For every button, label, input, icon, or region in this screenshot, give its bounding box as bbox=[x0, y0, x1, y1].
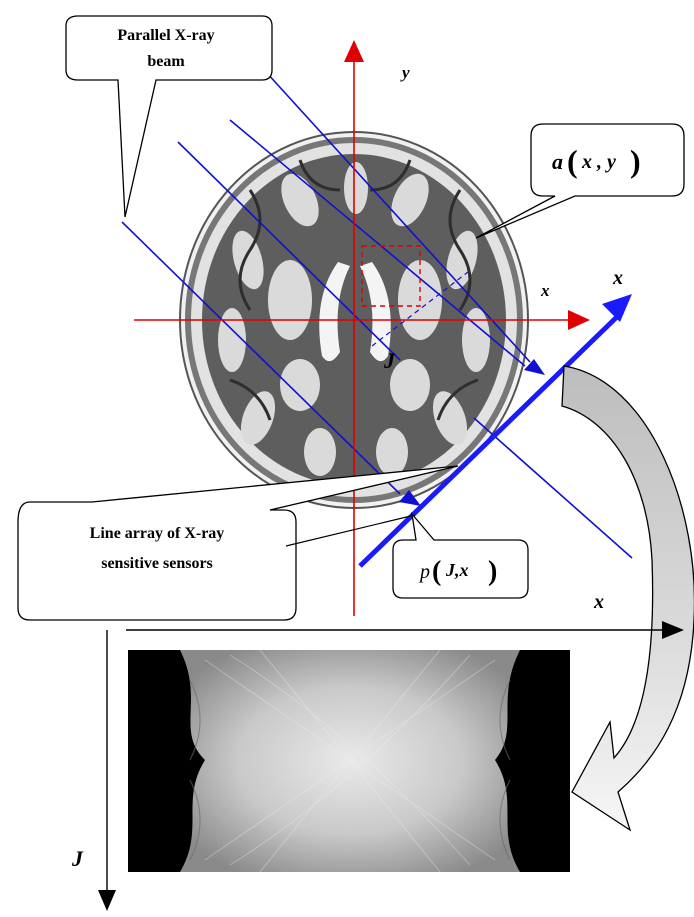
callout-projection-function: p ( J,x ) bbox=[393, 514, 528, 598]
detector-axis-arrow-icon bbox=[602, 294, 632, 322]
sinogram-theta-arrow-icon bbox=[98, 890, 116, 911]
object-function-close-paren: ) bbox=[630, 143, 641, 179]
object-function-args: x , y bbox=[581, 151, 616, 173]
curved-arrow-icon bbox=[562, 366, 694, 830]
sensor-label-line-2: sensitive sensors bbox=[101, 555, 213, 572]
y-axis-label: y bbox=[400, 63, 410, 82]
x-axis-label: x bbox=[540, 281, 550, 300]
ray-arrowhead-icon bbox=[524, 359, 545, 375]
object-function-name: a bbox=[552, 149, 563, 174]
angle-label: J bbox=[383, 348, 396, 373]
y-axis-arrow-icon bbox=[344, 40, 364, 62]
svg-text:): ) bbox=[488, 556, 497, 587]
detector-axis-label: x bbox=[612, 267, 623, 289]
sinogram-x-label: x bbox=[593, 591, 604, 613]
xray-ray-5 bbox=[474, 418, 632, 558]
object-function-open-paren: ( bbox=[567, 143, 578, 179]
beam-label-line-1: Parallel X-ray bbox=[117, 27, 214, 44]
sinogram-theta-label: J bbox=[71, 846, 84, 871]
svg-text:(: ( bbox=[432, 556, 441, 587]
sinogram-image bbox=[128, 650, 570, 872]
sensor-label-line-1: Line array of X-ray bbox=[90, 525, 225, 542]
callout-object-function: a ( x , y ) bbox=[476, 124, 684, 238]
projection-function-name: p bbox=[418, 561, 430, 583]
projection-function-args: J,x bbox=[445, 560, 469, 580]
x-axis-arrow-icon bbox=[568, 310, 590, 330]
beam-label-line-2: beam bbox=[147, 53, 185, 70]
